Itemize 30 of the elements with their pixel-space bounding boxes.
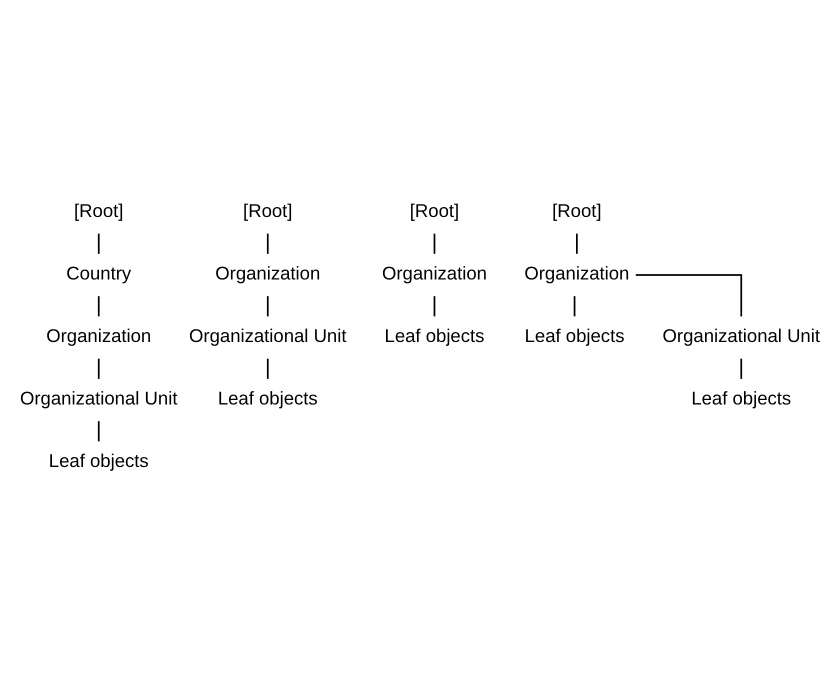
- node-text: Leaf objects: [691, 387, 792, 408]
- node-text: [Root]: [552, 200, 602, 221]
- connector: [98, 234, 100, 254]
- node-text: [Root]: [74, 200, 124, 221]
- connector: [574, 296, 576, 316]
- node-text: Organization: [46, 324, 152, 346]
- connector: [98, 358, 100, 379]
- node-text: Leaf objects: [218, 387, 318, 408]
- node-text: Leaf objects: [384, 324, 484, 346]
- connector: [266, 358, 269, 379]
- node-text: Organization: [215, 262, 320, 284]
- connector: [98, 421, 100, 442]
- node-text: Organizational Unit: [662, 324, 820, 346]
- node-text: Country: [66, 262, 132, 284]
- connector: [576, 234, 578, 254]
- connector: [434, 234, 436, 254]
- node-text: [Root]: [410, 200, 460, 221]
- connector: [434, 296, 436, 316]
- connector: [266, 234, 269, 254]
- connector: [740, 358, 742, 379]
- node-text: Organization: [524, 262, 630, 284]
- node-text: [Root]: [243, 200, 292, 221]
- node-text: Leaf objects: [524, 324, 624, 346]
- node-text: Organizational Unit: [189, 324, 346, 346]
- node-text: Organizational Unit: [20, 387, 178, 408]
- node-text: Leaf objects: [48, 450, 149, 471]
- connector: [636, 274, 742, 316]
- connector: [266, 296, 269, 316]
- connector: [98, 296, 100, 316]
- node-text: Organization: [382, 262, 487, 284]
